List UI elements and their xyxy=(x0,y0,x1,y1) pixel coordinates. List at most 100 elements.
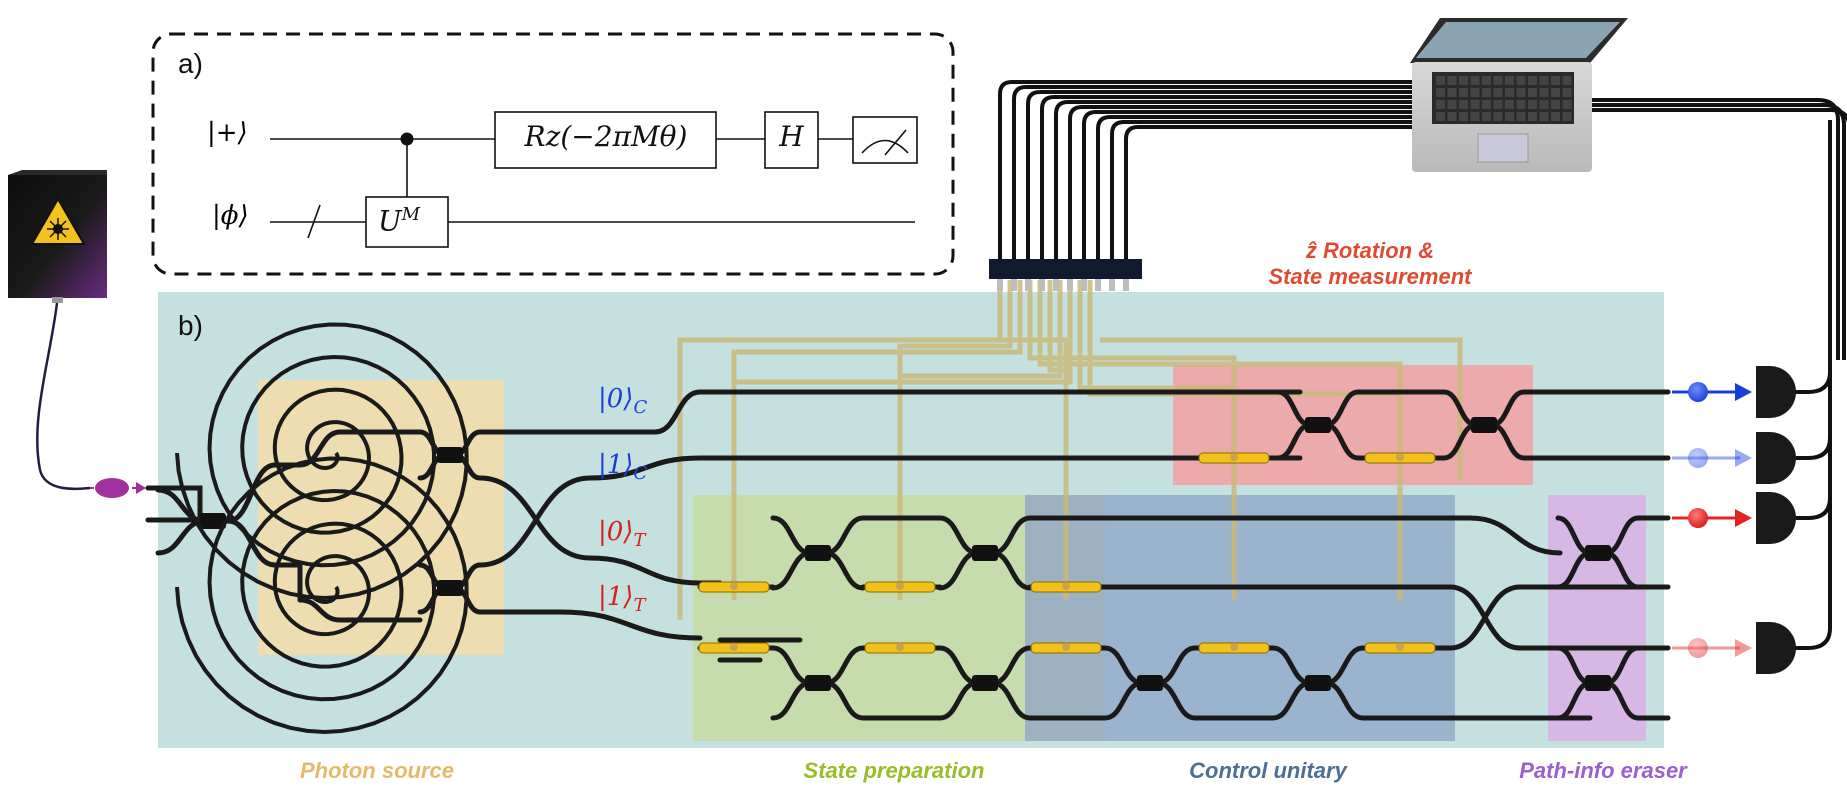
laptop-key xyxy=(1493,112,1503,121)
coupler xyxy=(805,675,831,691)
detector-icon xyxy=(1756,432,1796,484)
detector-arrowhead xyxy=(1735,509,1752,527)
meter-icon xyxy=(861,139,909,154)
rotation-region-label-line2: State measurement xyxy=(1268,264,1472,289)
heater-pad xyxy=(1062,643,1070,651)
laptop-key xyxy=(1459,76,1468,85)
cable xyxy=(1026,90,1412,259)
coupler xyxy=(805,545,831,561)
laptop-key xyxy=(1436,76,1445,85)
control-wire xyxy=(1037,280,1403,600)
laptop-key xyxy=(1539,88,1549,97)
coupler xyxy=(1305,417,1331,433)
qubit-2-label: |ϕ⟩ xyxy=(212,201,249,231)
cross-2 xyxy=(477,475,593,568)
photon-dot xyxy=(1688,382,1708,402)
controlled-unitary-box xyxy=(365,196,449,248)
photon-dot xyxy=(1688,448,1708,468)
detector-arrowhead xyxy=(1735,449,1752,467)
detector-arrowhead xyxy=(1735,383,1752,401)
qubit-1-label: |+⟩ xyxy=(207,118,248,148)
cable xyxy=(1096,115,1412,259)
panel-b-letter: b) xyxy=(178,310,203,341)
rotation-region-label-line1: ẑ Rotation & xyxy=(1305,238,1435,263)
detector-cable xyxy=(1592,108,1847,123)
coupler xyxy=(1137,675,1163,691)
laptop-key xyxy=(1470,100,1480,109)
control-wires xyxy=(677,280,1463,620)
meter-needle xyxy=(884,129,907,156)
laptop-key xyxy=(1551,112,1560,121)
heater-pad xyxy=(1230,453,1238,461)
heater-pad xyxy=(1230,643,1238,651)
detector-wire xyxy=(1796,120,1832,460)
cable xyxy=(1040,95,1412,259)
port-label-0c: |0⟩C xyxy=(598,384,648,419)
detector-channel xyxy=(1672,120,1832,484)
control-unitary-label: Control unitary xyxy=(1189,758,1347,783)
photon-source-label: Photon source xyxy=(299,758,454,783)
laser-fiber xyxy=(36,302,91,491)
detector-channel xyxy=(1672,120,1832,418)
connector-pin xyxy=(1123,279,1129,291)
state-preparation-label: State preparation xyxy=(803,758,985,783)
coupler xyxy=(1585,675,1611,691)
cross-out-2 xyxy=(1447,584,1523,651)
spiral-bottom-line xyxy=(297,597,343,623)
laptop-trackpad xyxy=(1477,133,1529,163)
laptop-key xyxy=(1493,100,1503,109)
coupler xyxy=(972,545,998,561)
laptop-key xyxy=(1436,112,1445,121)
laptop-key xyxy=(1562,76,1572,85)
laptop-key xyxy=(1482,100,1491,109)
coupler xyxy=(1585,545,1611,561)
detector-channel xyxy=(1672,120,1832,544)
laptop-display xyxy=(1416,22,1620,58)
cable xyxy=(1110,120,1412,259)
laptop-key xyxy=(1516,112,1526,121)
spiral-source-icon xyxy=(175,322,469,601)
detector-icon xyxy=(1756,622,1796,674)
laptop-key xyxy=(1562,112,1572,121)
laptop-key xyxy=(1528,112,1537,121)
laptop-key xyxy=(1482,88,1491,97)
laser-box-top xyxy=(8,170,107,175)
laptop-key xyxy=(1436,100,1445,109)
laser-icon-rays xyxy=(47,218,69,240)
laptop-key xyxy=(1436,88,1445,97)
path-info-eraser-label: Path-info eraser xyxy=(1519,758,1687,783)
control-wire xyxy=(1100,337,1463,480)
laptop-key xyxy=(1505,88,1514,97)
input-sbend-bottom xyxy=(155,518,208,556)
laptop-key xyxy=(1539,112,1549,121)
port-label-1c: |1⟩C xyxy=(598,450,648,485)
laptop-key xyxy=(1528,88,1537,97)
laptop-key xyxy=(1482,112,1491,121)
detectors xyxy=(1672,120,1832,674)
connector-pin xyxy=(1039,279,1045,291)
photon-dot xyxy=(1688,508,1708,528)
laptop-key xyxy=(1528,100,1537,109)
laptop-key xyxy=(1551,100,1560,109)
electrical-connector xyxy=(989,259,1142,279)
connector-pin xyxy=(1109,279,1115,291)
detector-icon xyxy=(1756,492,1796,544)
control-wire xyxy=(1077,280,1237,470)
detector-arrowhead xyxy=(1735,639,1752,657)
laptop-key xyxy=(1447,76,1457,85)
laptop-key xyxy=(1551,76,1560,85)
route-c0 xyxy=(587,555,703,586)
laptop-key xyxy=(1516,88,1526,97)
connector-pins xyxy=(997,279,1129,291)
cable xyxy=(1054,100,1412,259)
laptop-key xyxy=(1470,112,1480,121)
controlled-gate-label: UM xyxy=(378,204,421,238)
control-wire xyxy=(897,280,1013,600)
laptop-key xyxy=(1447,112,1457,121)
heaters xyxy=(698,452,1436,654)
laptop-key xyxy=(1562,100,1572,109)
laptop-key xyxy=(1505,112,1514,121)
photon-icon xyxy=(95,478,129,498)
port-label-1t: |1⟩T xyxy=(598,582,646,617)
